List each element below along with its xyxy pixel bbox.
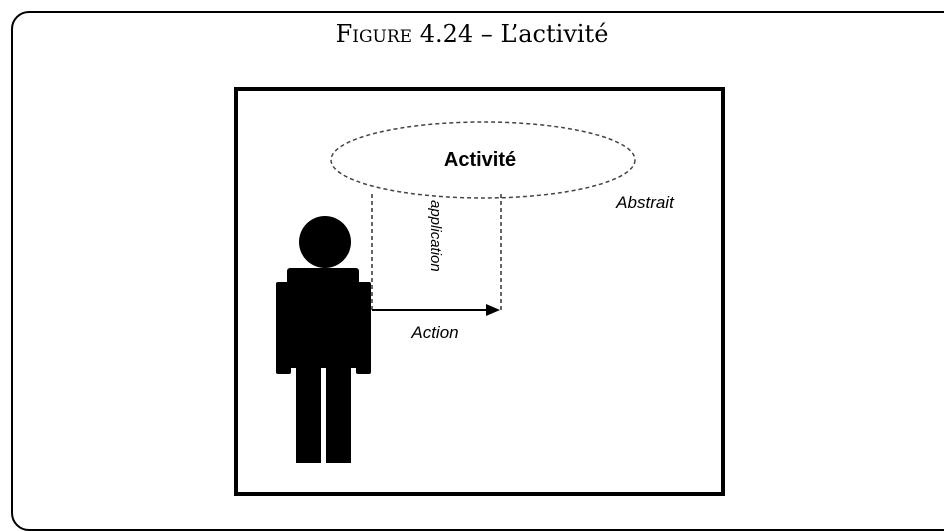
action-label: Action [410, 323, 458, 342]
caption-separator: – [480, 20, 493, 48]
activity-label: Activité [444, 149, 516, 171]
figure-number: Figure 4.24 [335, 20, 474, 48]
application-label: application [427, 200, 444, 272]
action-arrowhead [486, 304, 500, 316]
activity-diagram: Activité Abstrait application Action [234, 87, 725, 496]
person-icon [276, 216, 371, 463]
caption-title: L’activité [500, 20, 609, 48]
figure-caption: Figure 4.24 – L’activité [0, 20, 944, 48]
activity-ellipse [330, 121, 636, 199]
abstract-label: Abstrait [615, 193, 675, 212]
